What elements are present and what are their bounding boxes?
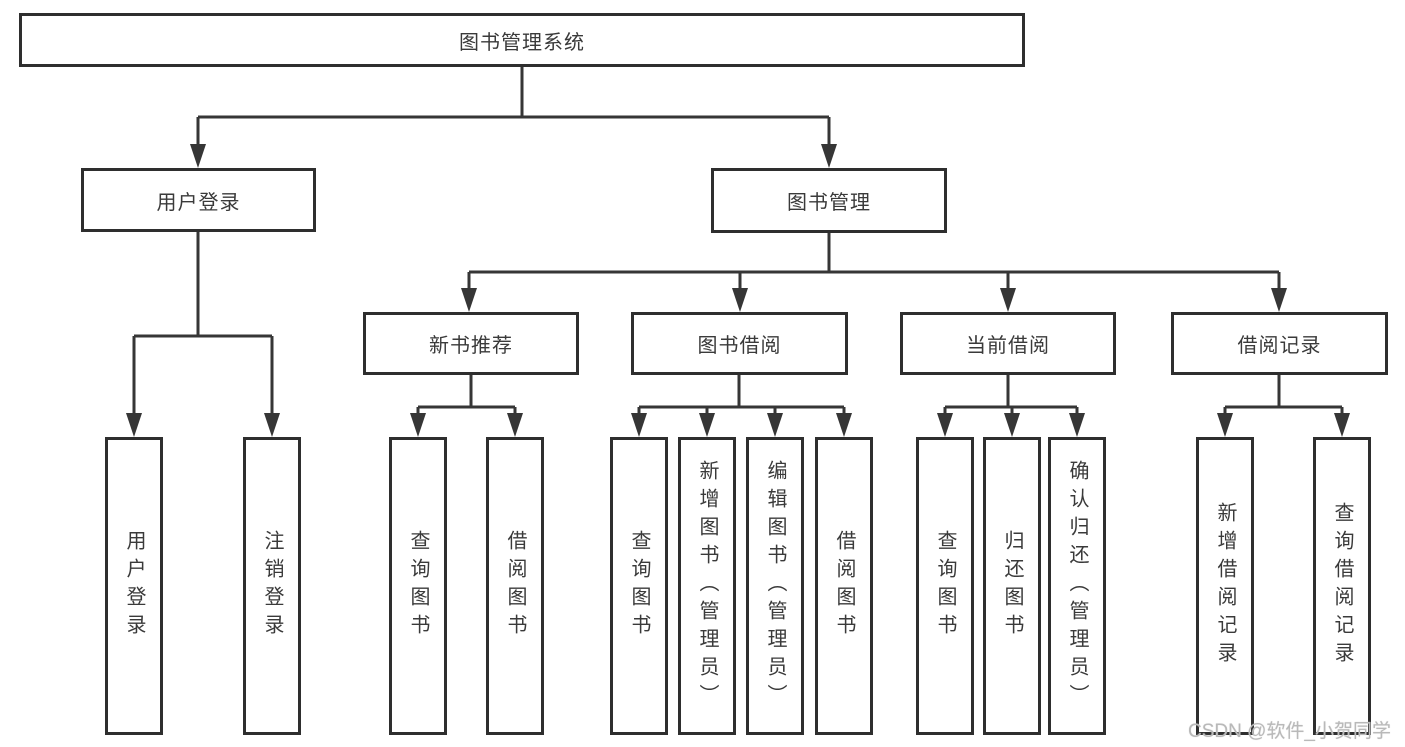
node-borrow-records-label: 借阅记录	[1237, 335, 1322, 357]
connector-current-borrow-children	[937, 375, 1085, 437]
leaf-user-login: 用户登录	[105, 437, 163, 735]
leaf-borrow-books-recommend-label: 借阅图书	[504, 530, 526, 642]
node-current-borrow-label: 当前借阅	[966, 335, 1050, 357]
leaf-query-books-recommend: 查询图书	[389, 437, 447, 735]
node-borrow-records: 借阅记录	[1171, 312, 1388, 375]
leaf-add-book-admin-label: 新增图书（管理员）	[696, 460, 718, 712]
leaf-query-books-borrow: 查询图书	[610, 437, 668, 735]
node-book-management: 图书管理	[711, 168, 947, 233]
leaf-query-books-current: 查询图书	[916, 437, 974, 735]
node-book-borrow: 图书借阅	[631, 312, 848, 375]
node-book-borrow-label: 图书借阅	[697, 335, 782, 357]
leaf-logout: 注销登录	[243, 437, 301, 735]
leaf-return-books-label: 归还图书	[1001, 530, 1023, 642]
leaf-return-books: 归还图书	[983, 437, 1041, 735]
node-root-label: 图书管理系统	[459, 31, 585, 54]
leaf-query-borrow-record-label: 查询借阅记录	[1331, 502, 1353, 670]
leaf-query-books-recommend-label: 查询图书	[407, 530, 429, 642]
leaf-edit-book-admin-label: 编辑图书（管理员）	[764, 460, 786, 712]
leaf-confirm-return-admin: 确认归还（管理员）	[1048, 437, 1106, 735]
leaf-query-books-current-label: 查询图书	[934, 530, 956, 642]
node-current-borrow: 当前借阅	[900, 312, 1116, 375]
leaf-query-borrow-record: 查询借阅记录	[1313, 437, 1371, 735]
node-new-book-recommend-label: 新书推荐	[429, 335, 513, 357]
leaf-borrow-books-recommend: 借阅图书	[486, 437, 544, 735]
csdn-watermark: CSDN @软件_小贺同学	[1188, 721, 1391, 742]
leaf-logout-label: 注销登录	[261, 530, 283, 642]
connector-user-login-branch	[126, 232, 280, 437]
connector-book-management-branch	[461, 233, 1287, 312]
leaf-borrow-books-label: 借阅图书	[833, 530, 855, 642]
leaf-user-login-label: 用户登录	[123, 530, 145, 642]
leaf-confirm-return-admin-label: 确认归还（管理员）	[1066, 460, 1088, 712]
connector-new-book-children	[410, 375, 523, 437]
node-new-book-recommend: 新书推荐	[363, 312, 579, 375]
connector-borrow-records-children	[1217, 375, 1350, 437]
node-user-login: 用户登录	[81, 168, 316, 232]
leaf-add-book-admin: 新增图书（管理员）	[678, 437, 736, 735]
connector-book-borrow-children	[631, 375, 852, 437]
node-book-management-label: 图书管理	[787, 192, 871, 214]
leaf-add-borrow-record-label: 新增借阅记录	[1214, 502, 1236, 670]
leaf-borrow-books: 借阅图书	[815, 437, 873, 735]
leaf-add-borrow-record: 新增借阅记录	[1196, 437, 1254, 735]
node-root: 图书管理系统	[19, 13, 1025, 67]
leaf-edit-book-admin: 编辑图书（管理员）	[746, 437, 804, 735]
connector-root-to-level2	[190, 67, 837, 168]
leaf-query-books-borrow-label: 查询图书	[628, 530, 650, 642]
node-user-login-label: 用户登录	[156, 191, 241, 214]
